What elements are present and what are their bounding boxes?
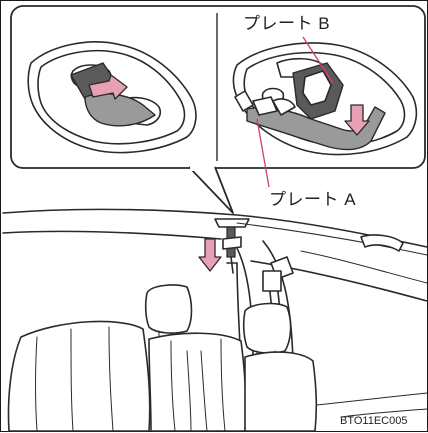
headrest-center [146, 285, 192, 333]
headrest-right [244, 304, 291, 354]
seat-center [149, 333, 246, 431]
figure-code: BTO11EC005 [340, 415, 407, 427]
down-arrow-icon [199, 239, 221, 271]
plate-a-label: プレート A [269, 185, 356, 210]
plate-b-label: プレート B [243, 9, 330, 34]
seat-left [9, 321, 150, 431]
seat-right [245, 352, 316, 431]
roof-anchor [199, 219, 249, 273]
